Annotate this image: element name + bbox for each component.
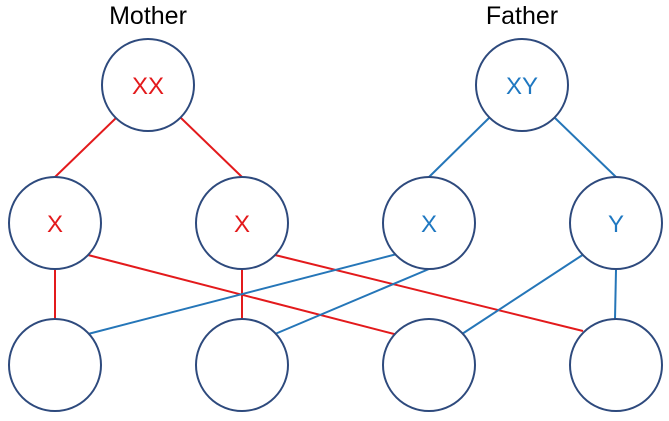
father-connectors: [87, 117, 617, 335]
father-gamete-1-label: X: [421, 211, 437, 238]
gamete-m1-to-offspring-3-line: [87, 254, 399, 336]
offspring-2-circle: [195, 318, 289, 412]
mother-genotype-label: XX: [132, 73, 164, 100]
father-title: Father: [486, 2, 558, 30]
father-circle: [475, 38, 569, 132]
mother-circle: [101, 38, 195, 132]
mother-to-gamete-1-line: [54, 117, 117, 178]
mother-gamete-1-label: X: [47, 211, 63, 238]
father-gamete-2-circle: [569, 176, 663, 270]
offspring-4-circle: [569, 318, 663, 412]
mother-title: Mother: [109, 2, 187, 30]
offspring-3-circle: [382, 318, 476, 412]
gamete-f1-to-offspring-1-line: [87, 253, 398, 335]
mother-gamete-2-circle: [195, 176, 289, 270]
offspring-1-circle: [8, 318, 102, 412]
gamete-f1-to-offspring-2-line: [274, 268, 430, 335]
gamete-f2-to-offspring-4-line: [614, 269, 617, 320]
gamete-m2-to-offspring-4-line: [274, 254, 584, 332]
gamete-f2-to-offspring-3-line: [461, 253, 585, 335]
father-to-gamete-1-line: [428, 117, 490, 178]
father-gamete-2-label: Y: [608, 211, 624, 238]
father-genotype-label: XY: [506, 73, 538, 100]
father-gamete-1-circle: [382, 176, 476, 270]
mother-connectors: [54, 117, 584, 336]
mother-to-gamete-2-line: [180, 117, 243, 178]
mother-gamete-1-circle: [8, 176, 102, 270]
mother-gamete-2-label: X: [234, 211, 250, 238]
father-to-gamete-2-line: [554, 117, 617, 178]
